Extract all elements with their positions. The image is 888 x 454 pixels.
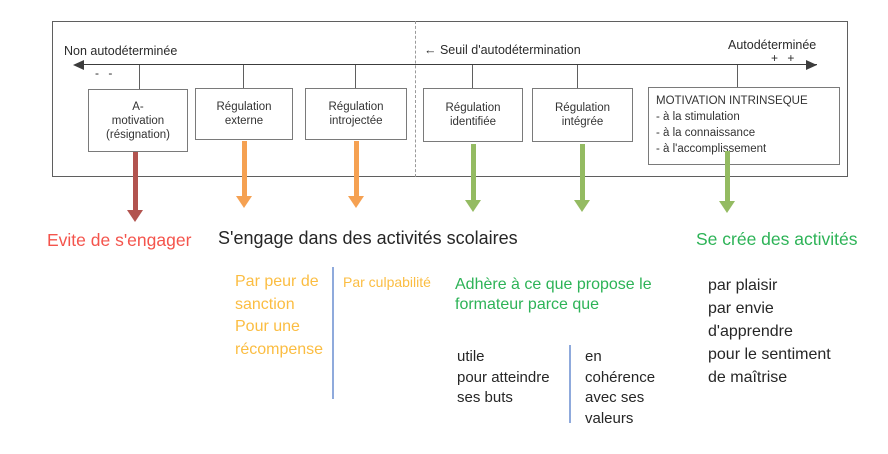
box-integree-line: intégrée (561, 116, 604, 128)
label-sengage-activites: S'engage dans des activités scolaires (218, 228, 518, 248)
label-minus-signs: - - (95, 66, 116, 80)
text-line: pour le sentiment (708, 346, 831, 363)
text-line: utile (457, 348, 485, 365)
box-regulation-externe: Régulation externe (195, 88, 293, 140)
text-block-adhere: Adhère à ce que propose le formateur par… (455, 275, 652, 315)
connector-externe (243, 65, 244, 89)
divider-line-right (569, 345, 571, 423)
box-introjectee-line: Régulation (328, 101, 384, 113)
box-amotivation-line: A- (132, 100, 144, 113)
down-arrow-green-intrinseque-icon (718, 151, 736, 213)
label-non-autodeterminee: Non autodéterminée (64, 44, 178, 58)
box-intrinseque-item: - à la stimulation (656, 111, 740, 123)
divider-line-left (332, 267, 334, 399)
box-externe-line: externe (224, 115, 264, 127)
text-line: cohérence (585, 368, 656, 386)
text-block-plaisir-maitrise: par plaisir par envie d'apprendre pour l… (708, 274, 831, 389)
box-regulation-integree: Régulation intégrée (532, 88, 633, 142)
box-amotivation-line: motivation (111, 114, 165, 127)
continuum-frame (52, 21, 848, 177)
text-line: avec ses (585, 389, 645, 406)
text-line: par plaisir (708, 277, 778, 294)
box-identifiee-line: Régulation (445, 102, 501, 114)
continuum-axis-line (77, 64, 817, 65)
text-line: d'apprendre (708, 323, 793, 340)
text-line: Par peur de (235, 273, 319, 290)
box-regulation-identifiee: Régulation identifiée (423, 88, 523, 142)
text-block-utile-buts: utile pour atteindre ses buts (457, 347, 550, 409)
connector-identifiee (472, 65, 473, 89)
text-block-par-peur-sanction: Par peur de sanction Pour une récompense (235, 271, 323, 361)
box-introjectee-line: introjectée (329, 115, 383, 127)
text-line: récompense (235, 340, 324, 358)
box-intrinseque-title: MOTIVATION INTRINSEQUE (656, 95, 808, 107)
down-arrow-green-integree-icon (573, 144, 591, 212)
label-par-culpabilite: Par culpabilité (343, 274, 431, 290)
text-line: pour atteindre (457, 368, 550, 386)
label-autodeterminee: Autodéterminée (728, 38, 817, 52)
box-intrinseque-item: - à l'accomplissement (656, 143, 767, 155)
box-integree-line: Régulation (555, 102, 610, 114)
text-line: en (585, 348, 602, 365)
box-motivation-intrinseque: MOTIVATION INTRINSEQUE - à la stimulatio… (648, 87, 840, 165)
box-amotivation-line: (résignation) (106, 128, 170, 141)
text-line: de maîtrise (708, 369, 788, 386)
down-arrow-red-amotivation-icon (126, 152, 144, 222)
text-line: par envie (708, 300, 774, 317)
box-identifiee-line: identifiée (449, 116, 497, 128)
text-line: formateur parce que (455, 296, 600, 313)
connector-amotivation (139, 65, 140, 89)
box-externe-line: Régulation (216, 101, 272, 113)
connector-introjectee (355, 65, 356, 89)
connector-integree (577, 65, 578, 89)
threshold-dashed-line (415, 21, 416, 177)
connector-intrinseque (737, 65, 738, 89)
box-intrinseque-item: - à la connaissance (656, 127, 756, 139)
label-seuil-autodetermination: ← Seuil d'autodétermination (424, 43, 581, 57)
text-line: Pour une (235, 318, 300, 335)
text-line: sanction (235, 295, 295, 313)
text-block-coherence-valeurs: en cohérence avec ses valeurs (585, 347, 655, 429)
label-plus-signs: + + (771, 51, 798, 65)
down-arrow-orange-externe-icon (235, 141, 253, 208)
text-line: Adhère à ce que propose le (455, 276, 652, 293)
box-amotivation: A- motivation (résignation) (88, 89, 188, 152)
label-evite-de-sengager: Evite de s'engager (47, 230, 192, 250)
down-arrow-orange-introjectee-icon (347, 141, 365, 208)
axis-arrowhead-right-icon (806, 60, 817, 70)
down-arrow-green-identifiee-icon (464, 144, 482, 212)
label-se-cree-activites: Se crée des activités (696, 229, 858, 249)
text-line: ses buts (457, 389, 513, 406)
axis-arrowhead-left-icon (73, 60, 84, 70)
text-line: valeurs (585, 409, 634, 427)
box-regulation-introjectee: Régulation introjectée (305, 88, 407, 140)
